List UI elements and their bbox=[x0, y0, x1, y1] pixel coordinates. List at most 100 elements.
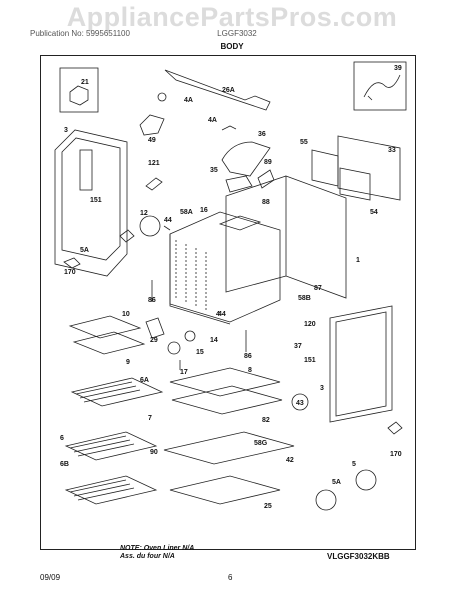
part-29 bbox=[145, 317, 165, 339]
callout-170-right: 170 bbox=[390, 451, 402, 458]
part-49 bbox=[139, 114, 165, 136]
part-5A-left bbox=[119, 229, 135, 243]
part-54 bbox=[339, 167, 371, 201]
side-panel-left-inner bbox=[61, 137, 121, 261]
callout-151: 151 bbox=[90, 197, 102, 204]
footer-date: 09/09 bbox=[40, 573, 61, 582]
callout-6B: 6B bbox=[60, 461, 69, 468]
callout-4A-top: 4A bbox=[184, 97, 193, 104]
publication-number: Publication No: 5995651100 bbox=[30, 29, 130, 38]
callout-4A-clip: 4A bbox=[208, 117, 217, 124]
callout-16: 16 bbox=[200, 207, 208, 214]
part-121 bbox=[145, 177, 163, 191]
callout-6: 6 bbox=[60, 435, 64, 442]
callout-44-top: 44 bbox=[164, 217, 172, 224]
callout-37: 37 bbox=[294, 343, 302, 350]
part-89 bbox=[257, 169, 275, 189]
model-header: LGGF3032 bbox=[217, 29, 257, 38]
part-14 bbox=[184, 330, 196, 342]
back-cover-33 bbox=[337, 135, 401, 201]
callout-43: 43 bbox=[296, 400, 304, 407]
callout-21: 21 bbox=[81, 79, 89, 86]
rack-6B bbox=[64, 475, 158, 505]
diagram-frame bbox=[40, 55, 416, 550]
rack-6A-bars bbox=[75, 381, 141, 403]
callout-26A: 26A bbox=[222, 87, 235, 94]
callout-58B: 58B bbox=[298, 295, 311, 302]
part-55 bbox=[311, 149, 339, 187]
callout-86-left: 86 bbox=[148, 297, 156, 304]
callout-5A-left: 5A bbox=[80, 247, 89, 254]
callout-9: 9 bbox=[126, 359, 130, 366]
door-151-inner bbox=[335, 311, 387, 417]
part-86-rods bbox=[151, 280, 247, 352]
callout-25: 25 bbox=[264, 503, 272, 510]
part-170-left bbox=[63, 257, 81, 269]
rail-26A bbox=[164, 69, 271, 111]
publication-header: Publication No: 5995651100 LGGF3032 bbox=[30, 29, 257, 38]
part-170-right bbox=[387, 421, 403, 435]
part-4A-top bbox=[157, 92, 167, 102]
callout-6A: 6A bbox=[140, 377, 149, 384]
drawer-top bbox=[171, 385, 283, 415]
liner-25 bbox=[169, 475, 281, 505]
part-39-wire bbox=[363, 74, 401, 101]
callout-42: 42 bbox=[286, 457, 294, 464]
callout-44-mid: 44 bbox=[218, 311, 226, 318]
top-plate-16 bbox=[218, 215, 262, 231]
part-5 bbox=[355, 469, 377, 491]
callout-29: 29 bbox=[150, 337, 158, 344]
callout-7: 7 bbox=[148, 415, 152, 422]
drawer-42 bbox=[163, 431, 295, 465]
callout-39: 39 bbox=[394, 65, 402, 72]
callout-88: 88 bbox=[262, 199, 270, 206]
oven-body-frame bbox=[169, 211, 281, 323]
callout-82: 82 bbox=[262, 417, 270, 424]
section-title: BODY bbox=[220, 42, 244, 51]
part-44-screw bbox=[163, 225, 171, 231]
model-number: VLGGF3032KBB bbox=[327, 552, 390, 561]
rack-6A bbox=[70, 377, 164, 407]
vent-36 bbox=[221, 141, 271, 177]
inset-box-39 bbox=[353, 61, 407, 111]
panel-8 bbox=[169, 367, 281, 397]
callout-86-right: 86 bbox=[244, 353, 252, 360]
broil-pan-9 bbox=[72, 331, 146, 355]
callout-90: 90 bbox=[150, 449, 158, 456]
rack-6-bars bbox=[69, 435, 135, 457]
back-wall-side bbox=[225, 175, 287, 293]
part-4A-clip bbox=[221, 125, 237, 131]
callout-58A: 58A bbox=[180, 209, 193, 216]
part-5A-right bbox=[315, 489, 337, 511]
callout-120: 120 bbox=[304, 321, 316, 328]
callout-17: 17 bbox=[180, 369, 188, 376]
callout-8: 8 bbox=[248, 367, 252, 374]
back-wall bbox=[285, 175, 347, 299]
rack-6B-bars bbox=[69, 479, 135, 501]
part-43 bbox=[291, 393, 309, 411]
callout-3: 3 bbox=[64, 127, 68, 134]
side-panel-left bbox=[54, 129, 128, 277]
oven-body-front bbox=[169, 234, 231, 325]
callout-87: 87 bbox=[314, 285, 322, 292]
broil-pan-10 bbox=[68, 315, 142, 339]
panel-insulation-151 bbox=[79, 149, 93, 191]
part-12 bbox=[139, 215, 161, 237]
part-15 bbox=[167, 341, 181, 355]
callout-55: 55 bbox=[300, 139, 308, 146]
callout-49: 49 bbox=[148, 137, 156, 144]
callout-15: 15 bbox=[196, 349, 204, 356]
bracket-35 bbox=[225, 175, 253, 193]
callout-12: 12 bbox=[140, 210, 148, 217]
callout-14: 14 bbox=[210, 337, 218, 344]
inset-box-21 bbox=[59, 67, 99, 113]
callout-33: 33 bbox=[388, 147, 396, 154]
watermark: AppliancePartsPros.com bbox=[66, 2, 398, 32]
callout-1: 1 bbox=[356, 257, 360, 264]
callout-5A-right: 5A bbox=[332, 479, 341, 486]
callout-3-right: 3 bbox=[320, 385, 324, 392]
callout-4: 4 bbox=[216, 311, 220, 318]
footer-page: 6 bbox=[228, 573, 233, 582]
callout-58G: 58G bbox=[254, 440, 268, 447]
